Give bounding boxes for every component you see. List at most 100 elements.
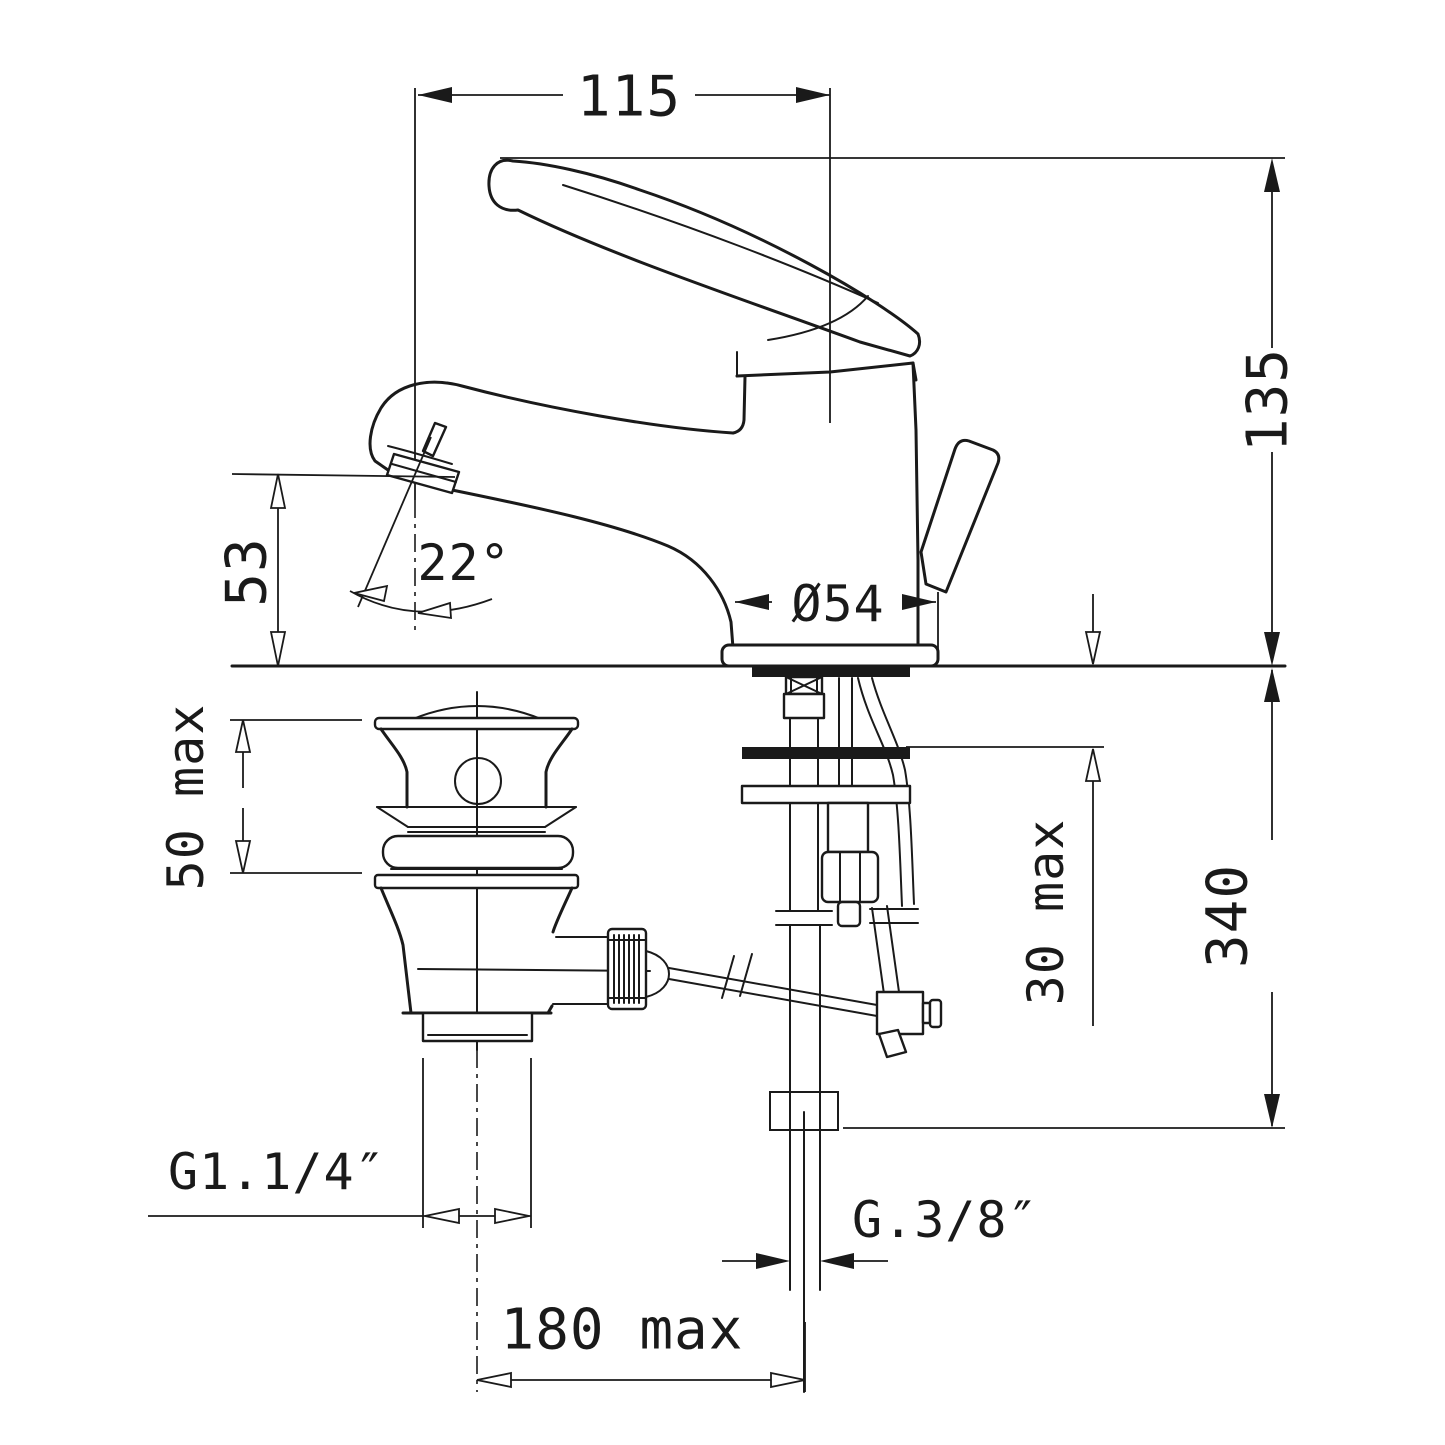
aerator-inner-line [391,463,457,483]
body-right-edge [911,361,920,647]
shank-collar [782,692,826,720]
arrow-up [1264,158,1280,192]
arrow-right [796,87,830,103]
base-flange [720,643,940,668]
dim-text-g114: G1.1/4″ [168,1143,386,1201]
arrow-down [234,840,252,874]
mounting-nut [820,850,880,904]
mounting-washer [740,784,912,805]
cap-joint [735,361,918,382]
arrow-up [1264,668,1280,702]
dim-waste-flange-height: 50 max [157,704,362,891]
dim-text-dia54: Ø54 [791,575,884,633]
lever-handle [487,158,922,358]
arrow-left [476,1371,512,1389]
dim-supply-thread: G.3/8″ [722,1191,1039,1269]
clamp-screw-head [928,998,943,1029]
arrow-down [1084,631,1102,665]
dim-deck-thickness: 30 max [906,594,1104,1026]
arrow-down [1264,632,1280,666]
threaded-shank [782,675,826,720]
dim-text-53: 53 [215,537,280,606]
pull-rod-diag-b [886,905,900,993]
faucet [368,158,1001,668]
arrow-down [1264,1094,1280,1128]
waste-cup-left [379,886,413,1015]
arrow-up [269,473,287,509]
arrow-right [902,594,936,610]
hose-line-a [857,677,903,907]
aerator-tab [421,421,448,458]
waste-dome [412,705,542,720]
arrow-left [418,87,452,103]
cone-washer [376,806,577,833]
horizontal-rod-top [668,967,878,1006]
arrow-down [269,631,287,667]
handle-highlight-line [562,184,879,304]
arc-arrow-right [417,601,452,620]
spout-top-edge [368,380,735,472]
dim-base-diameter: Ø54 [735,575,939,660]
pull-rod-diag-a [871,907,885,995]
pull-rod-knob [919,438,1001,594]
rod-break-slash-b [739,953,753,997]
dim-body-height: 135 [500,157,1301,666]
arrow-left [424,1207,460,1225]
rod-break-slash-a [721,955,735,999]
dim-rod-projection: 180 max [476,1298,806,1392]
arrow-up [234,719,252,753]
angle-arc [349,590,493,613]
knurled-nut [606,927,648,1011]
horizontal-rod-bottom [668,978,878,1017]
dim-text-g38: G.3/8″ [852,1191,1039,1249]
arrow-right [494,1207,530,1225]
waste-tail-collar [421,1011,534,1043]
stud-end [836,900,862,928]
pop-up-waste [373,705,878,1043]
under-deck-assembly [740,666,943,1291]
rod-clamp [875,990,925,1036]
dim-text-30max: 30 max [1017,819,1075,1006]
centerlines [414,88,805,1393]
waste-upper-right [544,727,574,809]
rod-stub [877,1028,908,1059]
waste-upper-left [379,727,409,809]
pipe-connector-block [769,1091,839,1131]
angle-ray [357,436,432,608]
spout-underside [450,488,735,650]
lower-gasket [742,747,910,759]
dim-text-180max: 180 max [500,1298,743,1363]
aerator [385,421,461,495]
arc-arrow-left [353,584,389,603]
break-marks [775,908,919,926]
handle-inner-curve [767,295,869,341]
dim-text-22deg: 22° [417,534,510,592]
dim-waste-thread: G1.1/4″ [148,1058,532,1228]
ball-joint [645,950,671,998]
arrow-right [770,1371,806,1389]
hose-line-b [871,677,915,905]
waste-slot-hole [454,757,502,805]
dim-text-135: 135 [1236,348,1301,452]
dim-supply-length: 340 [843,668,1285,1129]
arrow-left [735,594,769,610]
arrow-right-tip [756,1253,790,1269]
arrow-left-tip [820,1253,854,1269]
dim-spout-reach: 115 [418,65,831,423]
neck-left-edge [731,375,747,435]
waste-cup-right-upper [551,886,574,934]
dim-spout-height: 53 [215,473,456,667]
waste-gasket [381,834,575,870]
arrow-up [1084,748,1102,782]
dim-spout-angle: 22° [349,436,510,620]
stud-boss [826,801,870,854]
waste-top-flange [373,716,580,731]
dim-text-340: 340 [1196,864,1261,968]
spout-nose-inner-line [387,445,453,465]
waste-lower-flange [373,873,580,890]
extension-top [231,473,456,478]
top-gasket [752,666,910,677]
dim-text-50max: 50 max [157,704,215,891]
